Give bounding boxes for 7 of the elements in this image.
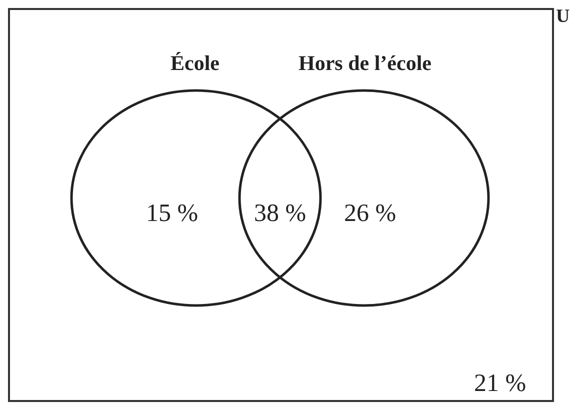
percentage: 38 %: [254, 200, 306, 228]
percentage: 15 %: [146, 200, 198, 228]
percentage: 21 %: [474, 370, 526, 398]
set-label: École: [170, 51, 220, 76]
set-label: U: [556, 6, 570, 28]
set-label: Hors de l’école: [298, 51, 432, 76]
percentage: 26 %: [344, 200, 396, 228]
